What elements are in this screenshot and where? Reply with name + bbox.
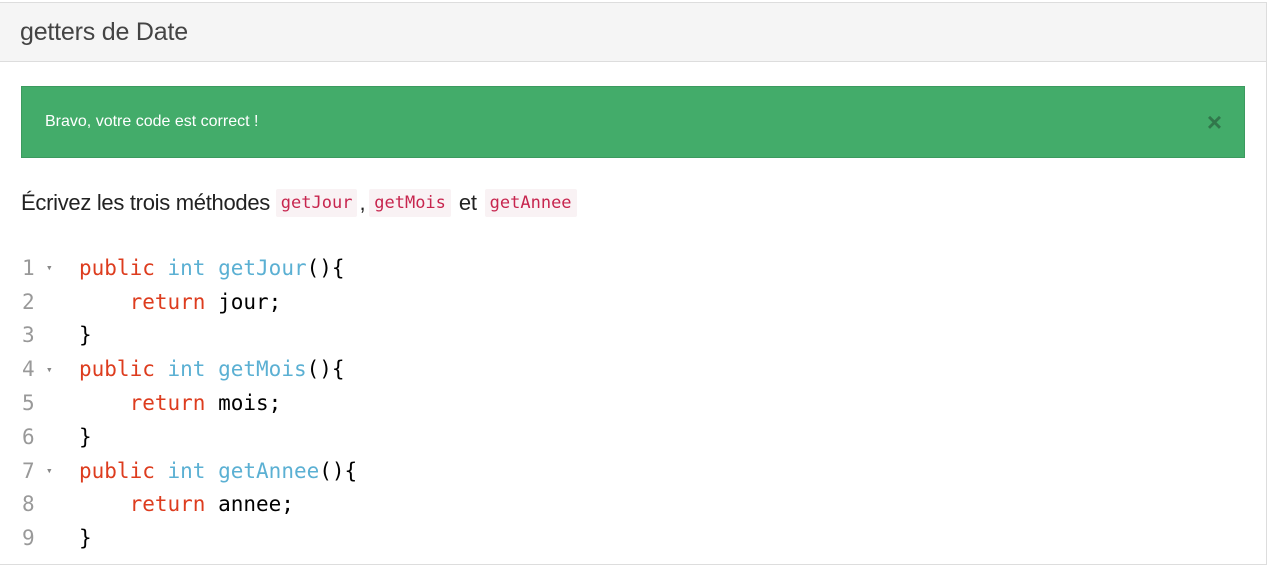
code-content: return mois;: [79, 391, 282, 416]
panel-title: getters de Date: [20, 17, 188, 46]
code-content: public int getMois(){: [79, 357, 345, 381]
code-editor[interactable]: 1▾public int getJour(){2 return jour;3}4…: [0, 251, 1260, 555]
code-text: jour;: [218, 289, 282, 314]
method-getmois: getMois: [369, 189, 451, 217]
line-number: 2: [22, 289, 35, 314]
code-type: int: [167, 255, 206, 280]
code-text: }: [79, 323, 92, 348]
code-content: public int getAnnee(){: [79, 459, 357, 483]
code-keyword: public: [79, 255, 155, 280]
code-content: return annee;: [79, 492, 294, 516]
code-content: public int getJour(){: [79, 256, 345, 280]
line-number: 1: [22, 255, 35, 280]
code-text: mois;: [218, 391, 282, 416]
alert-message: Bravo, votre code est correct !: [45, 113, 259, 130]
code-line[interactable]: 8 return annee;: [0, 488, 1260, 522]
code-text: (){: [319, 458, 358, 483]
code-text: }: [79, 424, 92, 449]
code-content: }: [79, 323, 92, 347]
line-gutter: 9: [0, 526, 79, 550]
line-gutter: 7▾: [0, 459, 79, 483]
line-gutter: 8: [0, 492, 79, 516]
code-content: }: [79, 526, 92, 550]
instructions-conjunction: et: [458, 190, 477, 215]
code-line[interactable]: 6}: [0, 420, 1260, 454]
code-indent: [79, 492, 130, 516]
code-line[interactable]: 9}: [0, 521, 1260, 555]
line-number: 3: [22, 323, 35, 348]
code-function-name: getAnnee: [218, 458, 320, 483]
code-text: (){: [306, 255, 345, 280]
code-line[interactable]: 7▾public int getAnnee(){: [0, 454, 1260, 488]
method-getannee: getAnnee: [484, 189, 577, 217]
code-keyword: public: [79, 357, 155, 382]
line-number: 9: [22, 526, 35, 551]
code-keyword: return: [129, 391, 206, 416]
code-indent: [79, 290, 130, 314]
code-keyword: public: [79, 458, 155, 483]
code-line[interactable]: 2 return jour;: [0, 285, 1260, 319]
panel-heading: getters de Date: [0, 3, 1266, 62]
line-gutter: 3: [0, 323, 79, 347]
line-gutter: 4▾: [0, 357, 79, 381]
close-icon[interactable]: ×: [1206, 107, 1222, 137]
line-gutter: 1▾: [0, 256, 79, 280]
fold-arrow-icon[interactable]: ▾: [46, 362, 53, 376]
code-type: int: [167, 458, 206, 483]
code-line[interactable]: 4▾public int getMois(){: [0, 352, 1260, 386]
instructions-text: Écrivez les trois méthodes: [21, 190, 270, 215]
code-keyword: return: [129, 289, 206, 314]
line-number: 6: [22, 424, 35, 449]
line-gutter: 6: [0, 425, 79, 449]
code-content: return jour;: [79, 289, 282, 314]
fold-arrow-icon[interactable]: ▾: [46, 464, 53, 478]
code-function-name: getJour: [218, 255, 307, 280]
code-line[interactable]: 3}: [0, 319, 1260, 353]
code-text: annee;: [218, 492, 294, 517]
line-gutter: 2: [0, 290, 79, 314]
instructions-separator: ,: [359, 190, 366, 215]
code-type: int: [167, 357, 206, 382]
method-getjour: getJour: [275, 189, 358, 217]
code-text: }: [79, 526, 92, 551]
fold-arrow-icon[interactable]: ▾: [46, 261, 53, 275]
code-function-name: getMois: [218, 357, 307, 382]
success-alert: Bravo, votre code est correct ! ×: [21, 86, 1245, 158]
code-keyword: return: [129, 492, 206, 517]
line-number: 7: [22, 458, 35, 483]
code-line[interactable]: 5 return mois;: [0, 386, 1260, 420]
line-number: 8: [22, 492, 35, 517]
code-indent: [79, 391, 130, 415]
code-line[interactable]: 1▾public int getJour(){: [0, 251, 1260, 285]
line-gutter: 5: [0, 391, 79, 415]
line-number: 4: [22, 357, 35, 382]
instructions: Écrivez les trois méthodes getJour,getMo…: [21, 189, 577, 217]
code-content: }: [79, 425, 92, 449]
code-text: (){: [306, 357, 345, 382]
line-number: 5: [22, 391, 35, 416]
